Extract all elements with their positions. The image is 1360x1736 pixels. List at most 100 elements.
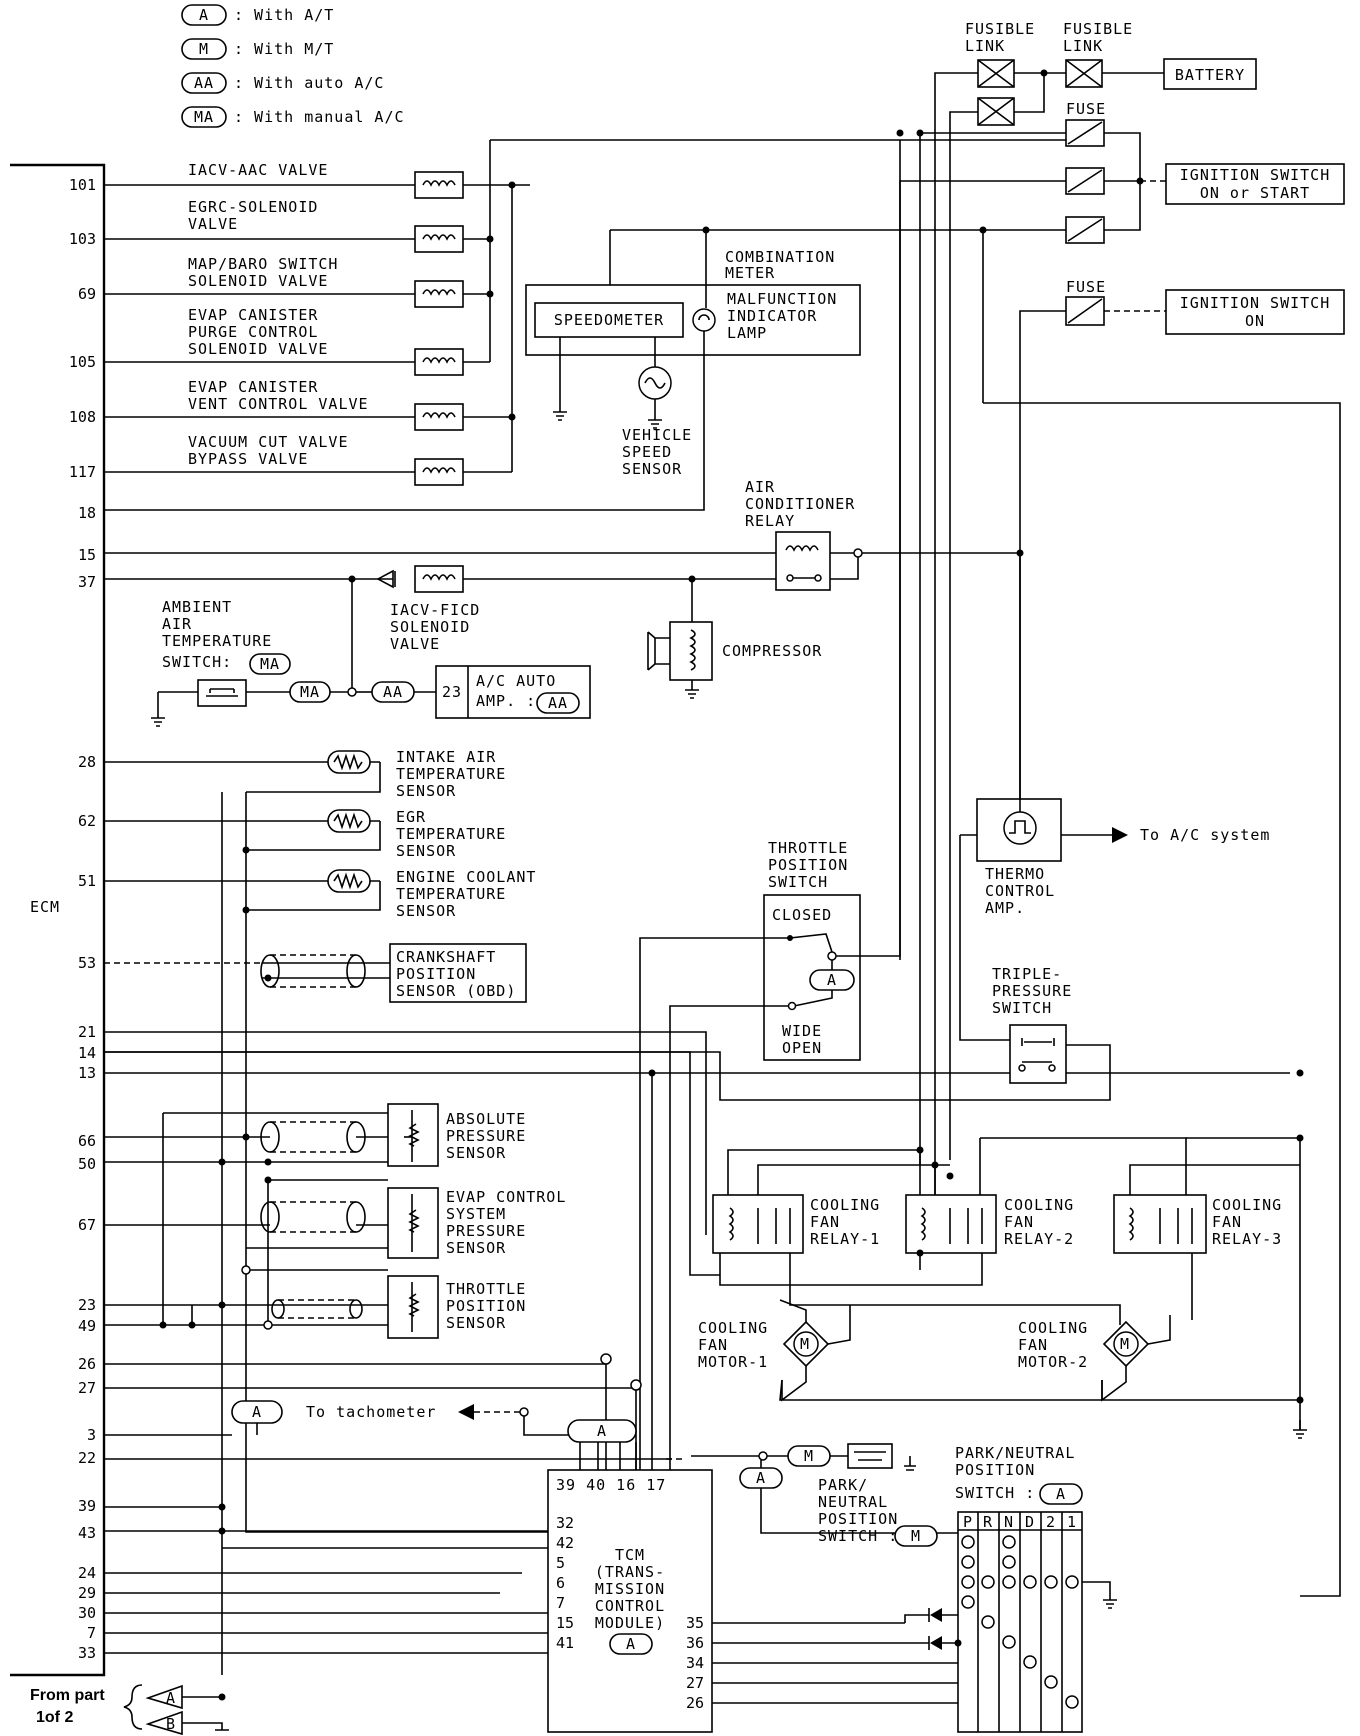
vss-label: VEHICLE bbox=[622, 426, 692, 444]
crankshaft-sensor: CRANKSHAFT POSITION SENSOR (OBD) bbox=[104, 943, 527, 1003]
ecm-pin: 30 bbox=[78, 1604, 96, 1622]
tcm-pin: 5 bbox=[556, 1554, 565, 1572]
iacv-ficd-label: IACV-FICD bbox=[390, 601, 480, 619]
ac-section: AIR CONDITIONER RELAY IACV-FICD SOLENOID… bbox=[104, 478, 1024, 727]
pn-switch-mt-label: PARK/ bbox=[818, 1476, 868, 1494]
evap-pressure-label: SENSOR bbox=[446, 1239, 506, 1257]
fan-relay-1-label: COOLING bbox=[810, 1196, 880, 1214]
badge-a: A bbox=[1056, 1485, 1066, 1503]
ecm-pin: 26 bbox=[78, 1355, 96, 1373]
map-baro-label: MAP/BARO SWITCH bbox=[188, 255, 338, 273]
map-baro-label: SOLENOID VALVE bbox=[188, 272, 328, 290]
ecm-pin: 22 bbox=[78, 1449, 96, 1467]
badge-a: A bbox=[626, 1635, 636, 1653]
ac-amp-label: AMP. : bbox=[476, 692, 536, 710]
pn-switch-mt-label: NEUTRAL bbox=[818, 1493, 888, 1511]
motor-glyph: M bbox=[1120, 1335, 1130, 1353]
intake-air-label: INTAKE AIR bbox=[396, 748, 496, 766]
fan-relay-3-label: COOLING bbox=[1212, 1196, 1282, 1214]
evap-pressure-label: PRESSURE bbox=[446, 1222, 526, 1240]
tcm-name: (TRANS- bbox=[595, 1563, 665, 1581]
ecm-pin: 18 bbox=[78, 504, 96, 522]
ecm-pin: 39 bbox=[78, 1497, 96, 1515]
ecm-pin: 3 bbox=[87, 1426, 96, 1444]
tcm-name: CONTROL bbox=[595, 1597, 665, 1615]
badge-ma: MA bbox=[260, 655, 280, 673]
ecm-pin: 14 bbox=[78, 1044, 96, 1062]
coolant-temp-label: TEMPERATURE bbox=[396, 885, 506, 903]
badge-a: A bbox=[252, 1403, 262, 1421]
thermo-label: THERMO bbox=[985, 865, 1045, 883]
mil-label: MALFUNCTION bbox=[727, 290, 837, 308]
throttle-position-switch: THROTTLE POSITION SWITCH CLOSED A WIDE O… bbox=[639, 140, 901, 1515]
thermo-label: AMP. bbox=[985, 899, 1025, 917]
iacv-aac-label: IACV-AAC VALVE bbox=[188, 161, 328, 179]
cooling-fan-circuit: COOLING FAN RELAY-1 COOLING FAN RELAY-2 … bbox=[698, 1069, 1307, 1439]
tcm-top-pins: 39 40 16 17 bbox=[556, 1476, 666, 1494]
connector-b: B bbox=[166, 1715, 176, 1733]
ecm-pin: 62 bbox=[78, 812, 96, 830]
fuse-label: FUSE bbox=[1066, 100, 1106, 118]
ign-on-label: IGNITION SWITCH bbox=[1180, 294, 1330, 312]
tcm-pin: 41 bbox=[556, 1634, 574, 1652]
fusible-link-label: FUSIBLE bbox=[1063, 20, 1133, 38]
ecm-pin: 37 bbox=[78, 573, 96, 591]
ecm-pin: 13 bbox=[78, 1064, 96, 1082]
intake-air-label: SENSOR bbox=[396, 782, 456, 800]
thermo-label: CONTROL bbox=[985, 882, 1055, 900]
ac-amp-label: A/C AUTO bbox=[476, 672, 556, 690]
iacv-ficd-label: SOLENOID bbox=[390, 618, 470, 636]
ac-relay-label: AIR bbox=[745, 478, 775, 496]
egr-temp-label: TEMPERATURE bbox=[396, 825, 506, 843]
fan-motor-2-label: MOTOR-2 bbox=[1018, 1353, 1088, 1371]
evap-vent-label: VENT CONTROL VALVE bbox=[188, 395, 369, 413]
evap-purge-label: PURGE CONTROL bbox=[188, 323, 318, 341]
absolute-pressure-label: PRESSURE bbox=[446, 1127, 526, 1145]
mil-label: INDICATOR bbox=[727, 307, 817, 325]
pressure-sensors: ABSOLUTE PRESSURE SENSOR EVAP CONTROL SY… bbox=[104, 792, 566, 1675]
badge-a: A bbox=[597, 1422, 607, 1440]
fan-motor-1-label: FAN bbox=[698, 1336, 728, 1354]
ambient-switch-label: TEMPERATURE bbox=[162, 632, 272, 650]
fan-motor-2-label: COOLING bbox=[1018, 1319, 1088, 1337]
ecm-pin: 23 bbox=[78, 1296, 96, 1314]
tcm-pin: 32 bbox=[556, 1514, 574, 1532]
legend-code: M bbox=[199, 40, 209, 58]
connector-a: A bbox=[166, 1689, 176, 1707]
legend-text: : With M/T bbox=[234, 40, 334, 58]
egrc-label: EGRC-SOLENOID bbox=[188, 198, 318, 216]
solenoid-valves: IACV-AAC VALVE EGRC-SOLENOID VALVE MAP/B… bbox=[104, 139, 1070, 486]
pn-position: D bbox=[1025, 1513, 1035, 1531]
vacuum-cut-label: VACUUM CUT VALVE bbox=[188, 433, 349, 451]
motor-glyph: M bbox=[800, 1335, 810, 1353]
tcm-name: TCM bbox=[615, 1546, 645, 1564]
legend-code: AA bbox=[194, 74, 214, 92]
pn-switch-at-label: POSITION bbox=[955, 1461, 1035, 1479]
ecm-pin: 27 bbox=[78, 1379, 96, 1397]
badge-aa: AA bbox=[548, 694, 568, 712]
evap-pressure-label: SYSTEM bbox=[446, 1205, 506, 1223]
coolant-temp-label: SENSOR bbox=[396, 902, 456, 920]
fan-relay-2-label: FAN bbox=[1004, 1213, 1034, 1231]
egr-temp-label: EGR bbox=[396, 808, 426, 826]
fusible-link-label: LINK bbox=[1063, 37, 1103, 55]
absolute-pressure-label: ABSOLUTE bbox=[446, 1110, 526, 1128]
ambient-switch-label: SWITCH: bbox=[162, 653, 232, 671]
tcm-pin: 42 bbox=[556, 1534, 574, 1552]
ecm-pin: 15 bbox=[78, 546, 96, 564]
badge-aa: AA bbox=[383, 683, 403, 701]
ambient-switch-label: AIR bbox=[162, 615, 192, 633]
ecm-pin: 50 bbox=[78, 1155, 96, 1173]
evap-purge-label: EVAP CANISTER bbox=[188, 306, 318, 324]
ign-start-label: ON or START bbox=[1200, 184, 1310, 202]
ecm-pin: 67 bbox=[78, 1216, 96, 1234]
thermo-control-amp: To A/C system THERMO CONTROL AMP. bbox=[959, 553, 1269, 1041]
ambient-switch-label: AMBIENT bbox=[162, 598, 232, 616]
evap-pressure-label: EVAP CONTROL bbox=[446, 1188, 566, 1206]
crankshaft-label: POSITION bbox=[396, 965, 476, 983]
pn-position: P bbox=[963, 1513, 973, 1531]
vacuum-cut-label: BYPASS VALVE bbox=[188, 450, 308, 468]
pn-position: 1 bbox=[1067, 1513, 1077, 1531]
fan-relay-1-label: RELAY-1 bbox=[810, 1230, 880, 1248]
ecm-pin: 29 bbox=[78, 1584, 96, 1602]
